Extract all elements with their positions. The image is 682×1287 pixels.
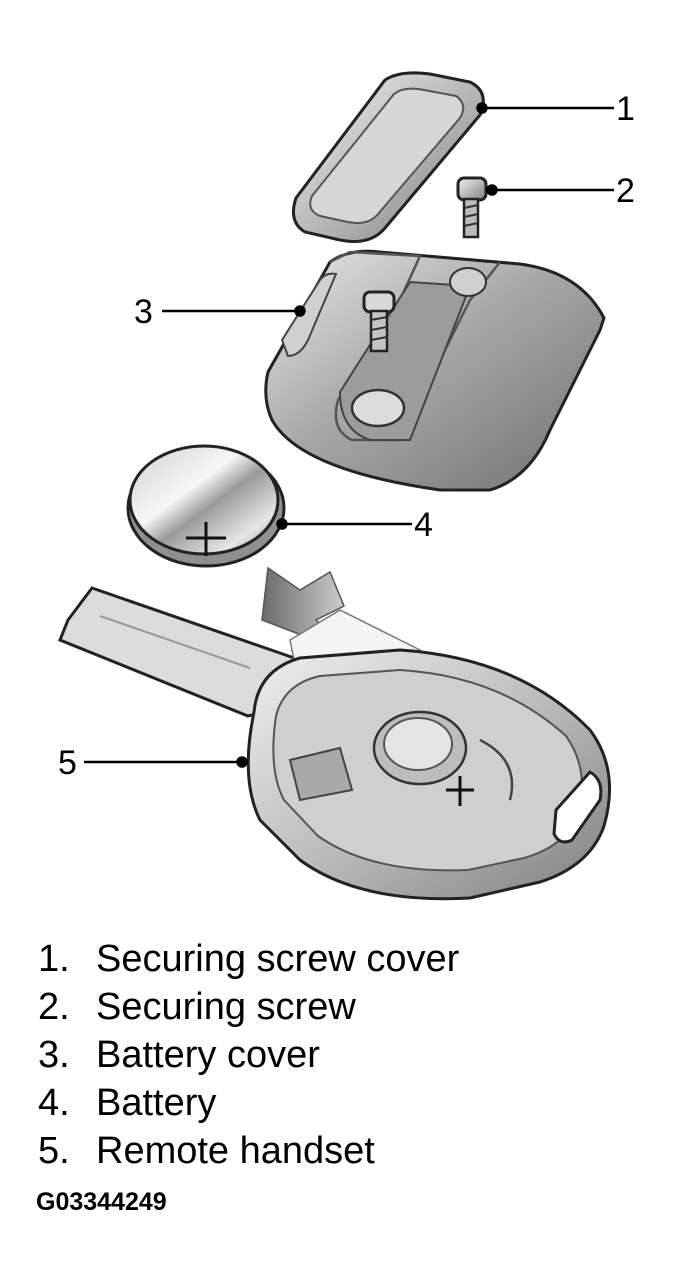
callout-number-5: 5 — [58, 744, 77, 782]
callout-number-4: 4 — [414, 506, 433, 544]
securing-screw-cover-part — [292, 71, 485, 243]
legend-label: Battery cover — [96, 1034, 320, 1076]
remote-handset-part — [58, 586, 612, 901]
legend-number: 2. — [38, 986, 70, 1028]
legend-label: Securing screw cover — [96, 938, 460, 980]
battery-cover-part — [264, 249, 606, 492]
legend-number: 4. — [38, 1082, 70, 1124]
legend-item: 4. Battery — [38, 1079, 459, 1127]
legend-item: 3. Battery cover — [38, 1031, 459, 1079]
callout-number-2: 2 — [616, 172, 635, 210]
legend-item: 1. Securing screw cover — [38, 935, 459, 983]
legend-item: 2. Securing screw — [38, 983, 459, 1031]
battery-part — [126, 444, 286, 568]
callout-number-1: 1 — [616, 90, 635, 128]
legend-label: Securing screw — [96, 986, 356, 1028]
legend-number: 1. — [38, 938, 70, 980]
legend-item: 5. Remote handset — [38, 1127, 459, 1175]
securing-screw-part — [456, 176, 488, 239]
leader-lines — [84, 102, 614, 768]
parts-legend: 1. Securing screw cover 2. Securing scre… — [38, 935, 459, 1175]
exploded-view-diagram: 1 2 3 4 5 — [58, 71, 635, 901]
legend-label: Battery — [96, 1082, 217, 1124]
legend-number: 3. — [38, 1034, 70, 1076]
legend-label: Remote handset — [96, 1130, 375, 1172]
legend-number: 5. — [38, 1130, 70, 1172]
figure-code: G03344249 — [36, 1188, 167, 1216]
callout-number-3: 3 — [134, 293, 153, 331]
